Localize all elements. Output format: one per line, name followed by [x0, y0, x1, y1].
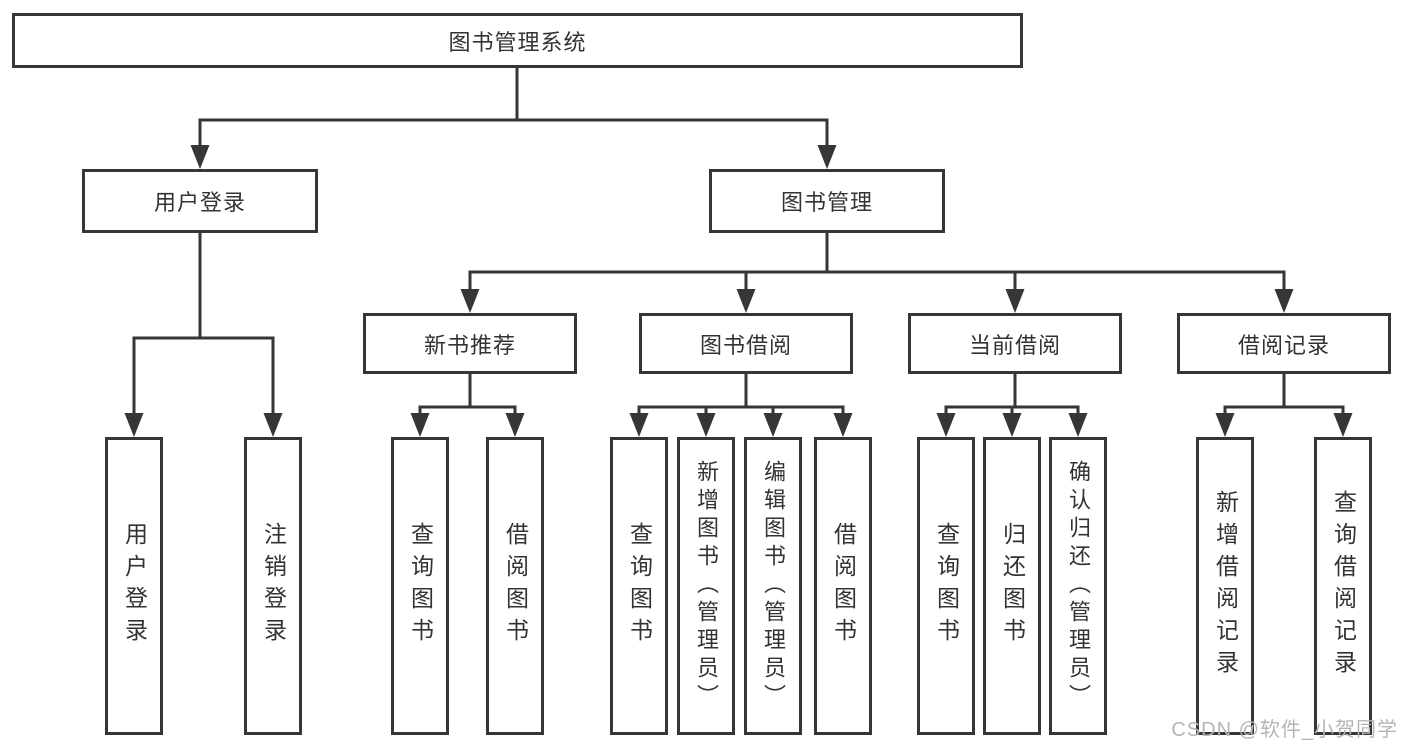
- node-label: 新书推荐: [423, 332, 516, 358]
- node-label: 借阅记录: [1237, 332, 1330, 358]
- leaf-confirm-return-admin: 确认归还（管理员）: [1049, 437, 1107, 735]
- node-borrowing-records: 借阅记录: [1177, 313, 1391, 374]
- leaf-label: 归还图书: [999, 522, 1026, 650]
- leaf-label: 确认归还（管理员）: [1066, 460, 1091, 712]
- node-book-management: 图书管理: [709, 169, 945, 233]
- leaf-label: 借阅图书: [830, 522, 857, 650]
- leaf-add-borrow-record: 新增借阅记录: [1196, 437, 1254, 735]
- node-new-book-recommend: 新书推荐: [363, 313, 577, 374]
- leaf-query-books-current: 查询图书: [917, 437, 975, 735]
- leaf-label: 注销登录: [260, 522, 287, 650]
- leaf-return-book: 归还图书: [983, 437, 1041, 735]
- leaf-label: 编辑图书（管理员）: [761, 460, 786, 712]
- leaf-label: 用户登录: [121, 522, 148, 650]
- leaf-borrow-books-recommend: 借阅图书: [486, 437, 544, 735]
- leaf-label: 查询借阅记录: [1330, 490, 1357, 682]
- node-label: 图书借阅: [699, 332, 792, 358]
- leaf-label: 查询图书: [933, 522, 960, 650]
- leaf-query-books-recommend: 查询图书: [391, 437, 449, 735]
- leaf-label: 查询图书: [626, 522, 653, 650]
- leaf-label: 借阅图书: [502, 522, 529, 650]
- node-root-library-system: 图书管理系统: [12, 13, 1023, 68]
- leaf-label: 新增借阅记录: [1212, 490, 1239, 682]
- node-label: 图书管理: [780, 190, 873, 215]
- node-label: 用户登录: [153, 190, 246, 215]
- csdn-watermark: CSDN @软件_小贺同学: [1171, 719, 1398, 741]
- leaf-edit-book-admin: 编辑图书（管理员）: [744, 437, 802, 735]
- node-user-login: 用户登录: [82, 169, 318, 233]
- leaf-query-borrow-record: 查询借阅记录: [1314, 437, 1372, 735]
- leaf-query-books-borrow: 查询图书: [610, 437, 668, 735]
- leaf-user-login: 用户登录: [105, 437, 163, 735]
- node-label: 图书管理系统: [448, 29, 587, 55]
- leaf-label: 查询图书: [407, 522, 434, 650]
- node-label: 当前借阅: [968, 332, 1061, 358]
- leaf-add-book-admin: 新增图书（管理员）: [677, 437, 735, 735]
- leaf-label: 新增图书（管理员）: [694, 460, 719, 712]
- leaf-borrow-books: 借阅图书: [814, 437, 872, 735]
- node-current-borrowing: 当前借阅: [908, 313, 1122, 374]
- leaf-logout: 注销登录: [244, 437, 302, 735]
- node-book-borrowing: 图书借阅: [639, 313, 853, 374]
